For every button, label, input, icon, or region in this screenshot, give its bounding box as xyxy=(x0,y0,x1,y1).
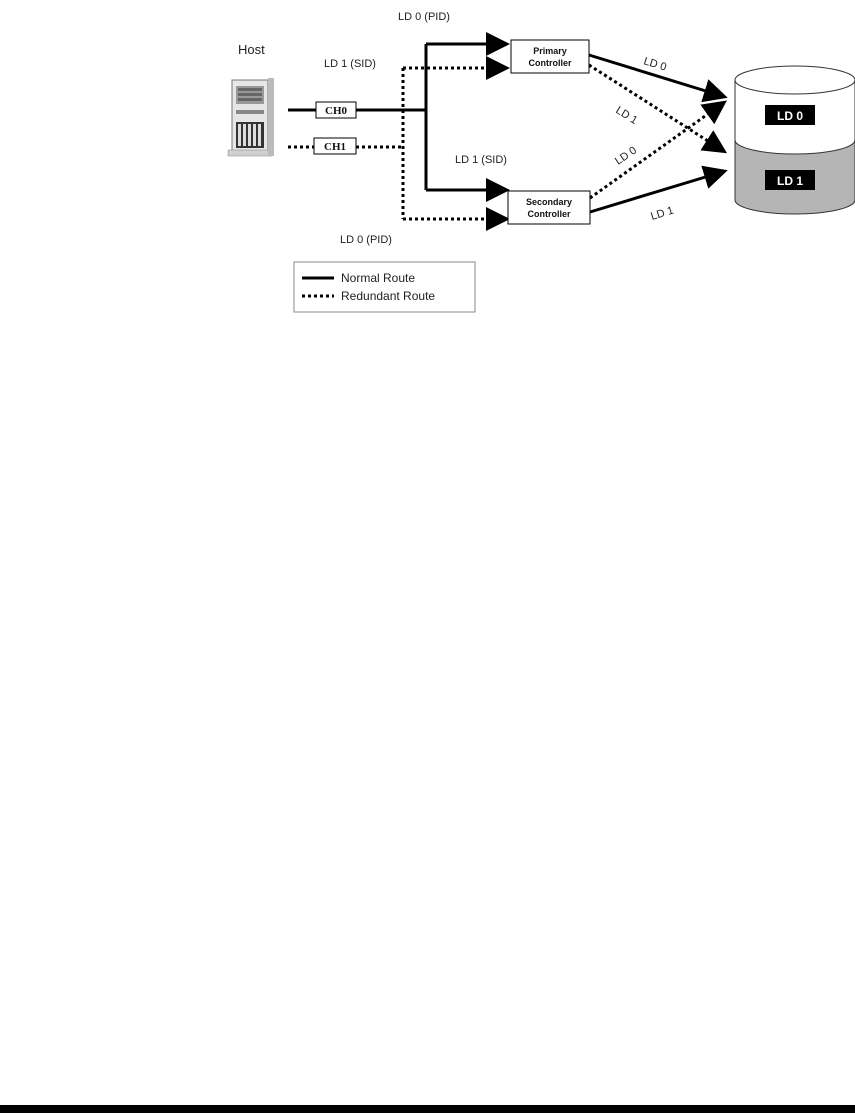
secondary-controller-line2: Controller xyxy=(527,209,570,219)
label-secondary-ld0: LD 0 xyxy=(613,145,639,168)
route-secondary-ld1 xyxy=(589,165,728,214)
ch0-label: CH0 xyxy=(325,105,348,117)
route-primary-ld0 xyxy=(588,53,728,103)
ch1-label: CH1 xyxy=(324,141,346,153)
host-label: Host xyxy=(238,42,265,57)
server-icon xyxy=(227,78,274,157)
primary-controller: Primary Controller xyxy=(510,39,590,74)
ld0-label: LD 0 xyxy=(777,109,803,123)
route-primary-ld1 xyxy=(588,63,728,154)
ld1-badge xyxy=(765,170,815,190)
legend-redundant-label: Redundant Route xyxy=(341,289,435,303)
legend-normal-label: Normal Route xyxy=(341,271,415,285)
route-secondary-ld0 xyxy=(589,100,727,200)
ld0-badge xyxy=(765,105,815,125)
storage-cylinder: LD 0 LD 1 xyxy=(734,65,855,215)
label-primary-normal: LD 0 (PID) xyxy=(398,11,450,23)
footer-rule xyxy=(0,1105,855,1113)
label-primary-ld1: LD 1 xyxy=(613,104,639,126)
label-secondary-redundant: LD 0 (PID) xyxy=(340,234,392,246)
label-secondary-ld1: LD 1 xyxy=(649,205,675,223)
label-primary-redundant: LD 1 (SID) xyxy=(324,58,376,70)
label-primary-ld0: LD 0 xyxy=(642,55,668,73)
redundant-controller-diagram: Host CH0 CH1 LD 0 (PID) LD 1 (SID) LD 1 … xyxy=(227,11,855,313)
ld1-label: LD 1 xyxy=(777,174,803,188)
secondary-controller-line1: Secondary xyxy=(526,197,572,207)
primary-controller-line1: Primary xyxy=(533,46,567,56)
label-secondary-normal: LD 1 (SID) xyxy=(455,154,507,166)
primary-controller-line2: Controller xyxy=(528,58,571,68)
legend: Normal Route Redundant Route xyxy=(293,261,476,313)
secondary-controller: Secondary Controller xyxy=(507,190,591,225)
